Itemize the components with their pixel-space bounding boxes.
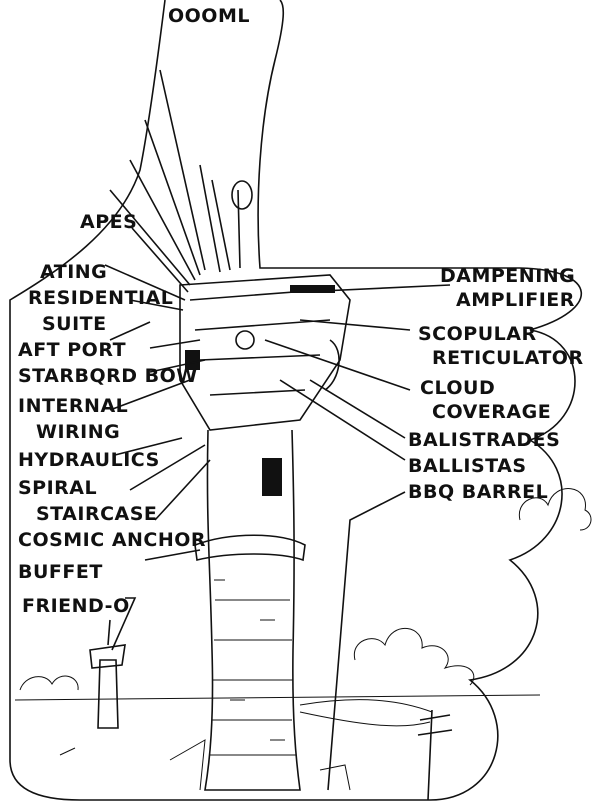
label-scopular: SCOPULAR	[418, 323, 537, 345]
label-ating: ATING	[40, 261, 107, 283]
label-dampening: DAMPENING	[440, 265, 575, 287]
label-reticulator: RETICULATOR	[432, 347, 584, 369]
tower-window	[262, 458, 282, 496]
thumb-outline	[9, 0, 583, 801]
cloud-right-2	[353, 628, 475, 686]
label-wiring: WIRING	[36, 421, 120, 443]
label-hydraulics: HYDRAULICS	[18, 449, 160, 471]
label-cosmic-anchor: COSMIC ANCHOR	[18, 529, 206, 551]
ground-rubble	[59, 739, 351, 791]
label-apes: APES	[80, 211, 137, 233]
label-coverage: COVERAGE	[432, 401, 551, 423]
label-buffet: BUFFET	[18, 561, 103, 583]
label-residential: RESIDENTIAL	[28, 287, 173, 309]
label-aft-port: AFT PORT	[18, 339, 126, 361]
label-starboard-bow: STARBQRD BOW	[18, 365, 198, 387]
label-internal: INTERNAL	[18, 395, 128, 417]
cloud-left	[19, 675, 79, 691]
leader-lines	[104, 69, 451, 791]
horizon	[14, 694, 541, 701]
label-amplifier: AMPLIFIER	[456, 289, 575, 311]
friend-o-tower	[89, 619, 126, 729]
label-staircase: STAIRCASE	[36, 503, 157, 525]
machinery-cluster	[179, 164, 351, 431]
tower-bricks	[210, 579, 296, 756]
tower-body	[204, 429, 301, 791]
label-ballistas: BALLISTAS	[408, 455, 527, 477]
label-suite: SUITE	[42, 313, 107, 335]
tower-rim	[194, 534, 306, 562]
label-friend-o: FRIEND-O	[22, 595, 130, 617]
label-cloud: CLOUD	[420, 377, 495, 399]
label-balistrades: BALISTRADES	[408, 429, 560, 451]
cloud-right-1	[518, 488, 592, 531]
utility-pole	[299, 699, 453, 801]
label-top-cut: OOOML	[168, 5, 250, 27]
label-bbq-barrel: BBQ BARREL	[408, 481, 548, 503]
label-spiral: SPIRAL	[18, 477, 97, 499]
